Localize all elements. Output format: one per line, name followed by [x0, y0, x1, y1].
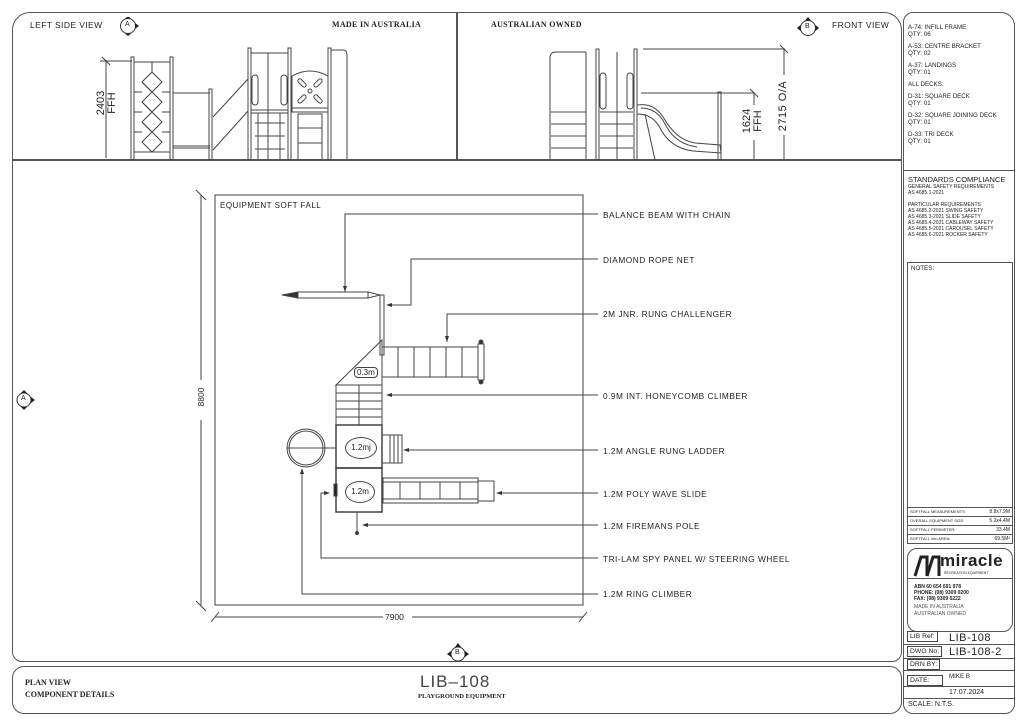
- section-marker-letter: A: [21, 395, 26, 402]
- section-marker-b-top: B: [797, 17, 819, 37]
- standard-item: AS 4685.6-2021 ROCKER SAFETY: [908, 232, 988, 238]
- section-marker-icon: [16, 390, 35, 410]
- section-marker-letter: B: [805, 23, 810, 30]
- component-item: A-53: CENTRE BRACKET QTY: 02: [908, 43, 981, 57]
- callout-diamond-rope-net: DIAMOND ROPE NET: [603, 255, 695, 265]
- notes-box: NOTES:: [907, 262, 1013, 508]
- measurements-table: SOFTFALL MEASUREMENTS: 8.8x7.9M OVERALL …: [907, 507, 1013, 544]
- footer-title: LIB–108: [420, 672, 491, 691]
- section-marker-icon: [447, 643, 469, 662]
- title-block-frame: [903, 12, 1015, 714]
- component-item: D-33: TRI DECK QTY: 01: [908, 131, 954, 145]
- callout-ring-climber: 1.2M RING CLIMBER: [603, 589, 693, 599]
- callout-honeycomb-climber: 0.9M INT. HONEYCOMB CLIMBER: [603, 391, 748, 401]
- made-in-australia-label: MADE IN AUSTRALIA: [332, 20, 422, 29]
- date-value: 17.07.2024: [949, 689, 985, 696]
- callout-angle-rung-ladder: 1.2M ANGLE RUNG LADDER: [603, 446, 726, 456]
- component-item: D-31: SQUARE DECK QTY: 01: [908, 93, 970, 107]
- softfall-height-dimension: 8800: [196, 387, 206, 407]
- front-view-drawing: [549, 44, 789, 160]
- softfall-width-dimension: 7900: [385, 612, 404, 622]
- section-marker-a-top: A: [119, 17, 139, 36]
- logo-text: miracle: [940, 551, 1004, 570]
- footer-component-details: COMPONENT DETAILS: [25, 690, 115, 699]
- lib-ref-label: LIB Ref:: [907, 631, 938, 642]
- lib-ref-value: LIB-108: [949, 632, 992, 644]
- section-marker-letter: A: [125, 21, 130, 28]
- elevation-mid-divider: [456, 12, 458, 160]
- standards-general: GENERAL SAFETY REQUIREMENTS: [908, 184, 995, 190]
- standard-item: AS 4685.3-2021 SLIDE SAFETY: [908, 214, 981, 220]
- section-marker-letter: B: [455, 649, 460, 656]
- drn-by-value: MIKE B: [949, 673, 970, 680]
- company-owned: AUSTRALIAN OWNED: [914, 611, 966, 617]
- company-abn: ABN 60 654 691 978: [914, 584, 961, 590]
- section-marker-icon: [120, 17, 139, 36]
- measurement-row: OVERALL EQUIPMENT SIZE: 5.2x4.4M: [908, 518, 1012, 526]
- refs-block: LIB Ref: LIB-108 DWG No: LIB-108-2 DRN B…: [903, 630, 1015, 714]
- dwg-no-label: DWG No:: [907, 646, 943, 657]
- deck-tag: 0.3m: [354, 367, 378, 378]
- footer-plan-view: PLAN VIEW: [25, 678, 71, 687]
- deck-tag: 1.2mj: [345, 437, 377, 459]
- company-box: miracle RECREATION EQUIPMENT ABN 60 654 …: [907, 548, 1013, 632]
- callout-spy-panel: TRI-LAM SPY PANEL W/ STEERING WHEEL: [603, 554, 791, 564]
- standards-heading: STANDARDS COMPLIANCE: [908, 175, 1006, 184]
- miracle-logo-icon: [913, 555, 941, 577]
- measurement-row: SOFTFALL PERIMETER: 33.4M: [908, 527, 1012, 535]
- standard-item: AS 4685.4-2021 CABLEWAY SAFETY: [908, 220, 994, 226]
- standards-general-std: AS 4685.1-2021: [908, 190, 945, 196]
- components-list: A-74: INFILL FRAME QTY: 06 A-53: CENTRE …: [908, 24, 1013, 145]
- australian-owned-label: AUSTRALIAN OWNED: [491, 20, 582, 29]
- front-view-label: FRONT VIEW: [832, 20, 890, 30]
- tb-divider: [903, 170, 1015, 171]
- callout-rung-challenger: 2M JNR. RUNG CHALLENGER: [603, 309, 733, 319]
- softfall-label: EQUIPMENT SOFT FALL: [220, 201, 322, 210]
- deck-tag: 1.2m: [345, 481, 375, 503]
- dwg-no-value: LIB-108-2: [949, 646, 1002, 658]
- footer-frame: [12, 666, 902, 714]
- plan-view-drawing: [195, 189, 598, 623]
- footer-subtitle: PLAYGROUND EQUIPMENT: [418, 693, 506, 700]
- company-made: MADE IN AUSTRALIA: [914, 604, 964, 610]
- notes-label: NOTES:: [911, 265, 935, 272]
- section-marker-b-bottom: B: [446, 642, 470, 664]
- component-item: D-32: SQUARE JOINING DECK QTY: 01: [908, 112, 997, 126]
- measurement-row: SOFTFALL MEASUREMENTS: 8.8x7.9M: [908, 509, 1012, 517]
- standards-block: STANDARDS COMPLIANCE GENERAL SAFETY REQU…: [908, 175, 1013, 238]
- section-marker-a-left: A: [15, 390, 37, 412]
- component-item: A-37: LANDINGS QTY: 01: [908, 62, 957, 76]
- date-label: DATE:: [907, 675, 943, 686]
- company-phone: PHONE: (08) 9309 0200: [914, 590, 969, 596]
- left-side-view-label: LEFT SIDE VIEW: [30, 20, 103, 30]
- softfall-boundary: [214, 194, 584, 606]
- standard-item: AS 4685.5-2021 CAROUSEL SAFETY: [908, 226, 994, 232]
- standard-item: AS 4685.2-2021 SWING SAFETY: [908, 208, 984, 214]
- company-fax: FAX: (08) 9309 0222: [914, 596, 961, 602]
- standards-particular: PARTICULAR REQUIREMENTS: [908, 202, 981, 208]
- scale-value: SCALE: N.T.S.: [908, 701, 954, 708]
- callout-balance-beam: BALANCE BEAM WITH CHAIN: [603, 210, 731, 220]
- callout-firemans-pole: 1.2M FIREMANS POLE: [603, 521, 701, 531]
- component-item: A-74: INFILL FRAME QTY: 06: [908, 24, 967, 38]
- logo-subtext: RECREATION EQUIPMENT: [944, 571, 989, 575]
- section-marker-icon: [797, 17, 819, 36]
- left-side-view-drawing: [100, 47, 348, 160]
- drn-by-label: DRN BY:: [907, 659, 941, 670]
- component-item: ALL DECKS:: [908, 81, 944, 88]
- measurement-row: SOFTFALL min AREA: 69.5M²: [910, 536, 1010, 542]
- callout-poly-wave-slide: 1.2M POLY WAVE SLIDE: [603, 489, 708, 499]
